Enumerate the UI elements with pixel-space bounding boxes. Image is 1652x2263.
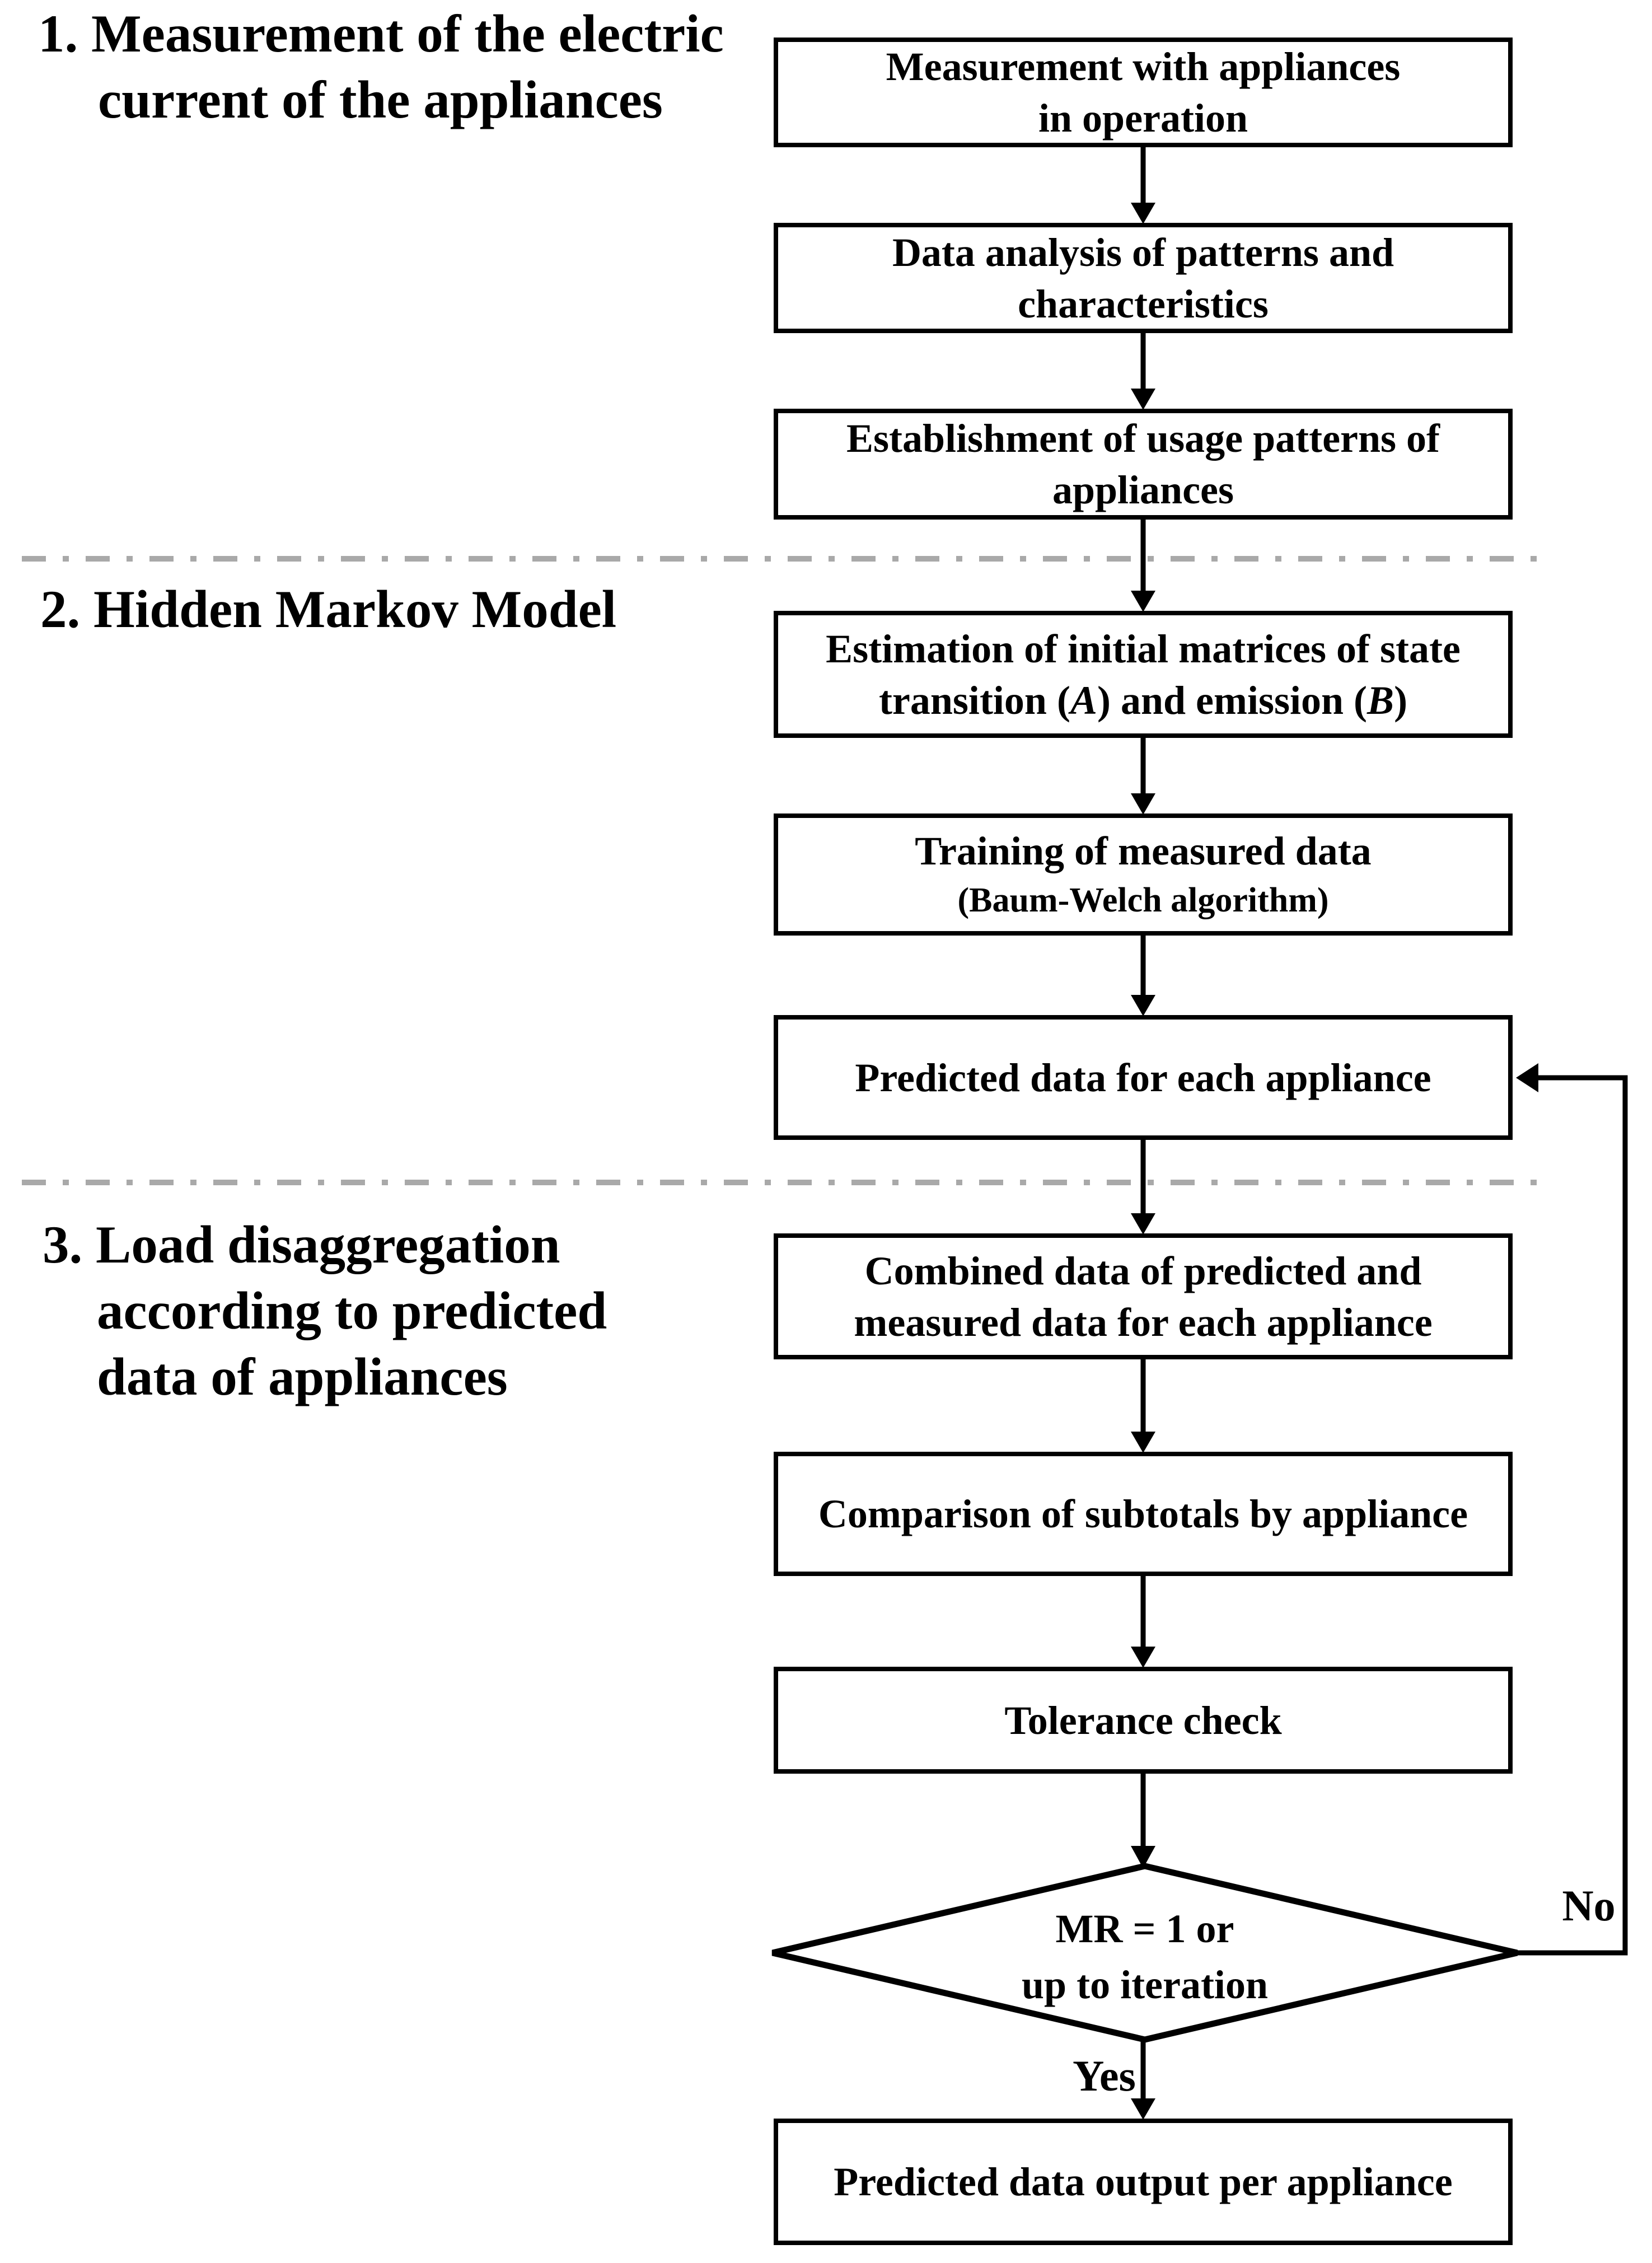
box-text-subline: (Baum-Welch algorithm): [957, 881, 1329, 919]
box-text-segment: transition (: [878, 677, 1070, 723]
flow-arrowhead-10: [1131, 2098, 1155, 2120]
process-box-predicted: Predicted data for each appliance: [774, 1015, 1513, 1140]
flow-arrowhead-3: [1131, 591, 1155, 612]
feedback-arrowhead: [1516, 1063, 1538, 1092]
section-heading-3-line: 3. Load disaggregation: [43, 1215, 560, 1274]
flow-arrowhead-2: [1131, 389, 1155, 410]
section-heading-3-line: data of appliances: [97, 1347, 508, 1406]
process-box-training: Training of measured data (Baum-Welch al…: [774, 813, 1513, 936]
box-text-line: characteristics: [1018, 281, 1269, 326]
process-box-measurement: Measurement with appliances in operation: [774, 38, 1513, 147]
decision-text-line: MR = 1 or: [1055, 1906, 1234, 1951]
box-text-line: transition (A) and emission (B): [879, 675, 1407, 726]
decision-text-line: up to iteration: [1022, 1962, 1268, 2007]
process-box-comparison: Comparison of subtotals by appliance: [774, 1452, 1513, 1576]
section-divider-2: [22, 1180, 1551, 1185]
flow-arrowhead-8: [1131, 1647, 1155, 1668]
flow-arrowhead-7: [1131, 1432, 1155, 1453]
box-text-line: Combined data of predicted and: [864, 1248, 1422, 1293]
box-text-line: Estimation of initial matrices of state: [826, 626, 1461, 671]
decision-diamond-label: MR = 1 or up to iteration: [773, 1901, 1517, 2013]
section-heading-1: 1. Measurement of the electric current o…: [38, 1, 724, 133]
box-text-line: Data analysis of patterns and: [892, 230, 1394, 275]
process-box-tolerance: Tolerance check: [774, 1667, 1513, 1774]
feedback-loop-line: [1515, 1075, 1628, 1956]
flow-arrowhead-9: [1131, 1846, 1155, 1868]
process-box-data-analysis: Data analysis of patterns and characteri…: [774, 223, 1513, 333]
box-text-line: Comparison of subtotals by appliance: [818, 1491, 1468, 1536]
box-text-line: Establishment of usage patterns of: [846, 416, 1440, 461]
flow-arrowhead-6: [1131, 1213, 1155, 1235]
section-divider-1: [22, 556, 1551, 562]
matrix-a-symbol: A: [1070, 677, 1097, 723]
process-box-output: Predicted data output per appliance: [774, 2119, 1513, 2245]
matrix-b-symbol: B: [1367, 677, 1394, 723]
flow-arrowhead-1: [1131, 203, 1155, 224]
yes-branch-label: Yes: [1073, 2051, 1136, 2100]
flow-arrowhead-5: [1131, 995, 1155, 1016]
no-branch-label: No: [1562, 1881, 1616, 1930]
section-heading-2-line: 2. Hidden Markov Model: [40, 579, 617, 639]
box-text-line: appliances: [1052, 467, 1234, 512]
box-text-segment: ): [1394, 677, 1408, 723]
box-text-line: in operation: [1038, 96, 1248, 141]
section-heading-2: 2. Hidden Markov Model: [40, 576, 616, 642]
section-heading-1-line: current of the appliances: [98, 70, 663, 129]
box-text-line: Training of measured data: [915, 829, 1372, 873]
section-heading-3-line: according to predicted: [97, 1281, 607, 1340]
box-text-line: Measurement with appliances: [886, 44, 1401, 89]
box-text-line: Tolerance check: [1004, 1698, 1282, 1743]
box-text-line: Predicted data for each appliance: [855, 1055, 1431, 1100]
section-heading-3: 3. Load disaggregation according to pred…: [43, 1212, 607, 1410]
process-box-usage-patterns: Establishment of usage patterns of appli…: [774, 409, 1513, 520]
decision-diamond-shape: [771, 1863, 1518, 2043]
box-text-line: measured data for each appliance: [854, 1299, 1433, 1345]
process-box-estimation: Estimation of initial matrices of state …: [774, 611, 1513, 738]
process-box-combined: Combined data of predicted and measured …: [774, 1233, 1513, 1359]
box-text-segment: ) and emission (: [1097, 677, 1368, 723]
flow-arrowhead-4: [1131, 793, 1155, 815]
section-heading-1-line: 1. Measurement of the electric: [38, 4, 724, 63]
box-text-line: Predicted data output per appliance: [834, 2159, 1453, 2204]
